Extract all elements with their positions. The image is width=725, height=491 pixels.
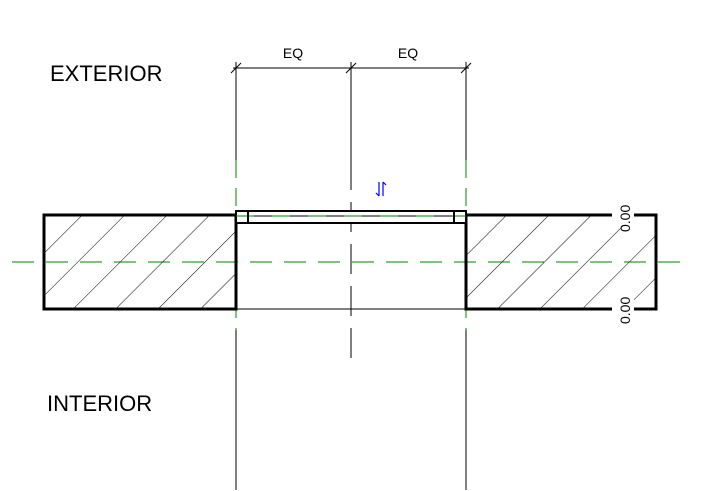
dimension-text-left[interactable]: EQ [283,45,303,61]
flip-arrows-icon[interactable] [375,181,387,197]
dimension-string[interactable]: EQ EQ [230,45,472,160]
offset-value-bottom[interactable]: 0.00 [617,297,633,324]
reference-lines [12,160,690,490]
window[interactable] [234,210,468,310]
dimension-text-right[interactable]: EQ [398,45,418,61]
exterior-label: EXTERIOR [50,61,162,86]
interior-label: INTERIOR [47,391,152,416]
offset-value-top[interactable]: 0.00 [617,205,633,232]
wall-right[interactable] [464,205,658,324]
wall-left[interactable] [42,213,238,311]
